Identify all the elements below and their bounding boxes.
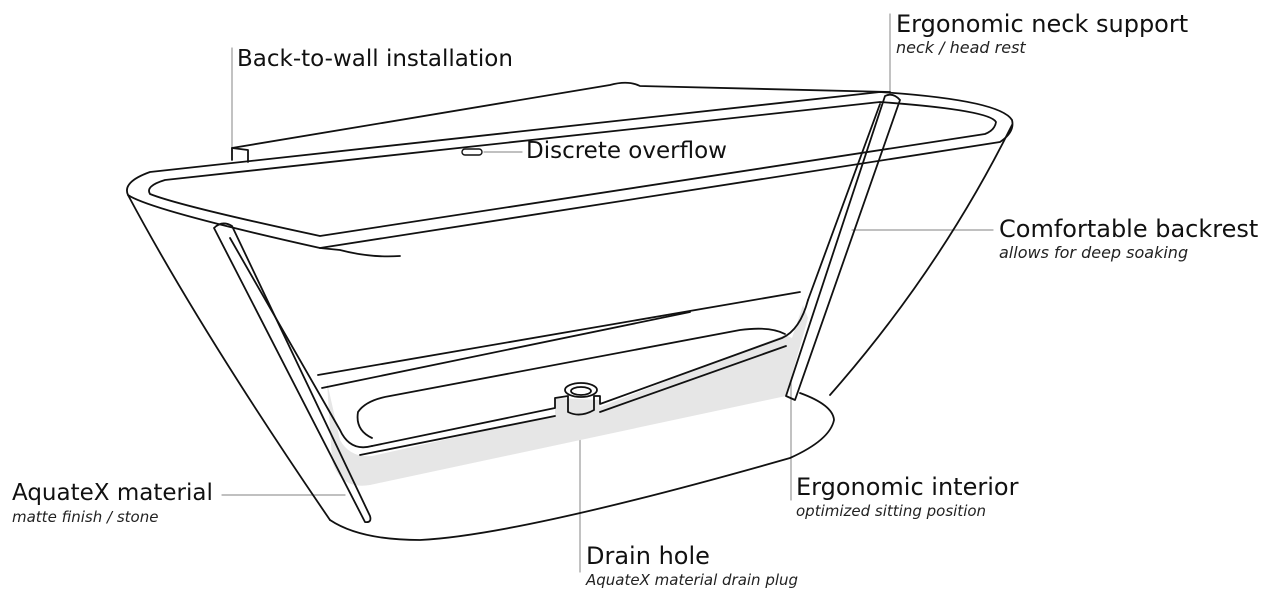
interior-floor-far — [321, 311, 691, 389]
overflow-label: Discrete overflow — [526, 138, 727, 164]
neck-support-sub: neck / head rest — [896, 38, 1026, 57]
wall-panel-fold — [231, 147, 249, 163]
cut-edge-lower — [359, 345, 787, 456]
drain-hole-shape — [564, 382, 598, 398]
callout-material: AquateX material matte finish / stone — [12, 479, 213, 527]
material-label: AquateX material — [12, 480, 213, 506]
backrest-sub: allows for deep soaking — [999, 243, 1189, 262]
neck-support-label: Ergonomic neck support — [896, 10, 1189, 38]
callout-wall-installation: Back-to-wall installation — [237, 45, 513, 73]
shell-right — [829, 124, 1013, 396]
cut-edge-upper — [371, 299, 809, 447]
interior-floor — [317, 291, 801, 376]
tub-base — [329, 392, 835, 541]
drain-hole-inner — [570, 386, 592, 396]
wall-installation-label: Back-to-wall installation — [237, 46, 513, 72]
interior-label: Ergonomic interior — [796, 473, 1019, 501]
inner-rim — [148, 101, 997, 237]
tub-outlines — [126, 81, 1014, 541]
callout-neck-support: Ergonomic neck support neck / head rest — [896, 10, 1188, 58]
cut-section — [327, 305, 808, 486]
floor-well — [356, 327, 786, 439]
callout-interior: Ergonomic interior optimized sitting pos… — [796, 473, 1018, 521]
interior-sub: optimized sitting position — [796, 502, 987, 520]
floor-inner-curve — [319, 247, 401, 258]
callout-overflow: Discrete overflow — [526, 137, 727, 165]
left-cut-wall-outer — [213, 222, 372, 524]
right-cut-wall-inner — [807, 103, 881, 301]
backrest-label: Comfortable backrest — [999, 215, 1259, 243]
shell-left — [127, 194, 331, 521]
right-cut-wall-outer — [785, 93, 901, 401]
material-sub: matte finish / stone — [12, 508, 159, 526]
callout-backrest: Comfortable backrest allows for deep soa… — [999, 215, 1258, 263]
left-cut-wall-inner — [229, 237, 373, 449]
drain-sub: AquateX material drain plug — [586, 571, 799, 589]
drain-label: Drain hole — [586, 542, 710, 570]
overflow-slot — [461, 148, 483, 156]
wall-panel — [231, 81, 891, 161]
callout-drain: Drain hole AquateX material drain plug — [586, 542, 798, 590]
